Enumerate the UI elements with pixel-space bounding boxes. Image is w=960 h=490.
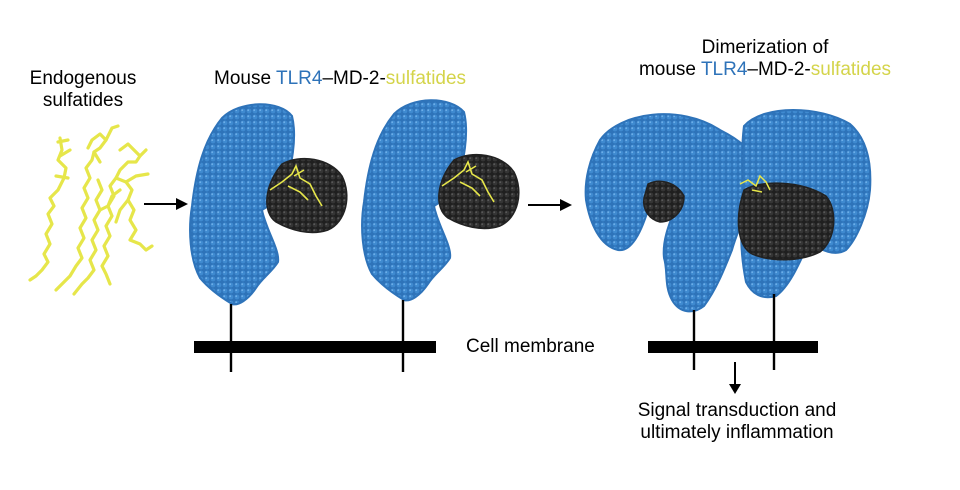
monomer-title-sulfatides: sulfatides bbox=[385, 68, 467, 89]
dimer-title-sulfatides: sulfatides bbox=[810, 59, 892, 80]
md2-protein-2 bbox=[438, 153, 520, 230]
monomer-title-mid: –MD-2- bbox=[322, 68, 386, 89]
md2-protein-dimer-left bbox=[642, 180, 685, 223]
outcome-label-line1: Signal transduction and bbox=[637, 400, 837, 421]
monomer-title: Mouse TLR4–MD-2-sulfatides bbox=[214, 68, 466, 90]
arrow-to-signal bbox=[729, 362, 741, 394]
cell-membrane-right bbox=[648, 341, 818, 353]
outcome-label: Signal transduction and ultimately infla… bbox=[592, 400, 882, 444]
dimer-title-tlr4: TLR4 bbox=[700, 59, 748, 80]
tlr4-protein-1 bbox=[189, 103, 296, 306]
endogenous-label-line1: Endogenous bbox=[29, 68, 137, 89]
outcome-label-line2: ultimately inflammation bbox=[640, 422, 834, 443]
dimer-title-line2: mouse TLR4–MD-2-sulfatides bbox=[600, 59, 930, 81]
dimer-title: Dimerization of mouse TLR4–MD-2-sulfatid… bbox=[600, 37, 930, 81]
tlr4-md2-complex-1 bbox=[189, 103, 348, 372]
cell-membrane-label: Cell membrane bbox=[466, 336, 595, 357]
endogenous-sulfatides-label: Endogenous sulfatides bbox=[8, 68, 158, 112]
dimer-title-prefix: mouse bbox=[638, 59, 701, 80]
tlr4-md2-dimer bbox=[584, 109, 872, 370]
dimer-title-line1: Dimerization of bbox=[701, 37, 829, 58]
bound-sulfatides-dimer bbox=[739, 174, 771, 193]
monomer-title-tlr4: TLR4 bbox=[275, 68, 323, 89]
bound-sulfatides-1 bbox=[269, 163, 323, 207]
sulfatides-stick-model bbox=[28, 124, 154, 296]
cell-membrane-left bbox=[194, 341, 436, 353]
md2-protein-1 bbox=[266, 157, 348, 234]
endogenous-label-line2: sulfatides bbox=[42, 90, 124, 111]
monomer-title-prefix: Mouse bbox=[214, 68, 276, 89]
arrow-to-monomer bbox=[144, 198, 188, 210]
tlr4-md2-complex-2 bbox=[361, 99, 520, 372]
tlr4-protein-2 bbox=[361, 99, 468, 302]
bound-sulfatides-2 bbox=[441, 159, 495, 203]
dimer-title-mid: –MD-2- bbox=[747, 59, 811, 80]
md2-protein-dimer-right bbox=[737, 182, 835, 261]
arrow-to-dimer bbox=[528, 199, 572, 211]
